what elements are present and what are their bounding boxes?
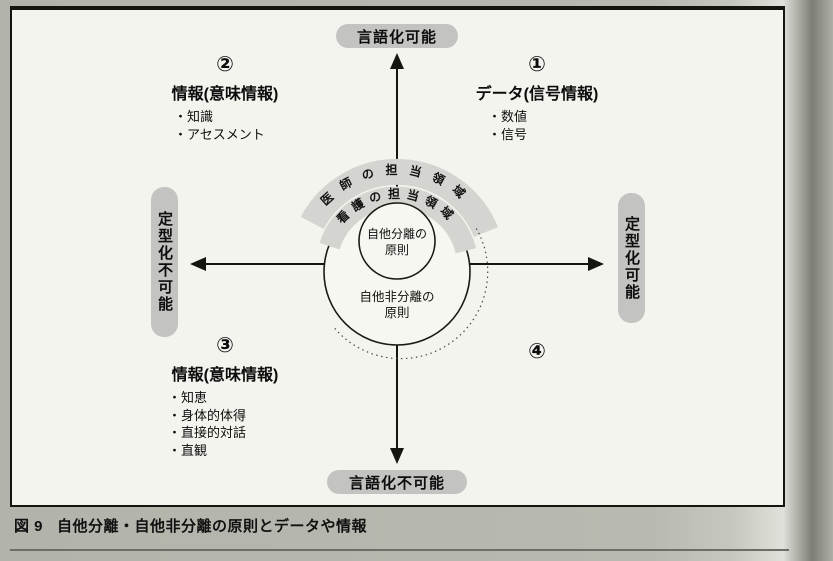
quadrant-3-title: 情報(意味情報) [171,367,279,384]
quadrant-1-number: ① [528,53,546,76]
quadrant-1-title: データ(信号情報) [475,86,599,103]
quadrant-1: ① データ(信号情報) ・数値 ・信号 [462,53,612,143]
axis-label-verbalizable: 言語化可能 [336,24,458,48]
quadrant-2-title: 情報(意味情報) [171,86,279,103]
quadrant-3-items: ・知恵 ・身体的体得 ・直接的対話 ・直観 [168,389,300,459]
quadrant-2: ② 情報(意味情報) ・知識 ・アセスメント [150,53,300,143]
list-item: ・知恵 [168,390,208,405]
list-item: ・信号 [488,126,528,142]
quadrant-1-items: ・数値 ・信号 [488,108,612,143]
axis-label-standardizable: 定型化可能 [618,193,645,323]
list-item: ・直観 [168,442,208,458]
quadrant-3: ③ 情報(意味情報) ・知恵 ・身体的体得 ・直接的対話 ・直観 [150,334,300,459]
list-item: ・知識 [174,109,214,124]
figure-caption-label: 図 9 [14,518,44,535]
figure-box [10,6,785,507]
quadrant-4-number: ④ [528,340,546,363]
list-item: ・身体的体得 [168,407,247,423]
quadrant-4: ④ [462,340,612,364]
quadrant-2-items: ・知識 ・アセスメント [174,108,300,143]
caption-divider [10,549,789,551]
figure-caption: 図 9 自他分離・自他非分離の原則とデータや情報 [14,515,367,536]
axis-label-nonverbalizable: 言語化不可能 [327,470,467,494]
quadrant-3-number: ③ [216,334,234,357]
list-item: ・直接的対話 [168,425,247,440]
figure-caption-title: 自他分離・自他非分離の原則とデータや情報 [57,518,368,535]
axis-label-nonstandardizable: 定型化不可能 [151,187,178,337]
list-item: ・数値 [488,109,528,124]
list-item: ・アセスメント [174,126,265,142]
quadrant-2-number: ② [216,53,234,76]
